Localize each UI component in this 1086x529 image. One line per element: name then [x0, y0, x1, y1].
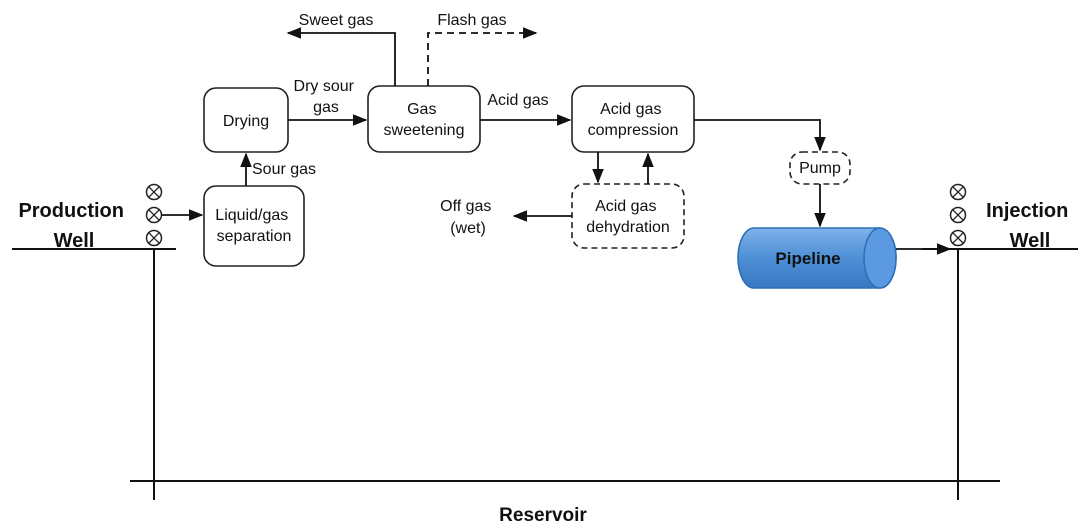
drying-label: Drying — [223, 113, 269, 130]
flash-gas-label: Flash gas — [437, 12, 506, 29]
acid-gas-label: Acid gas — [487, 92, 548, 109]
acid-gas-dehydration-box — [571, 183, 685, 249]
sour-gas-label: Sour gas — [252, 161, 316, 178]
injection-wellhead-valves-icon — [949, 183, 967, 247]
pump-box — [789, 151, 851, 185]
acid-gas-dehydration-label: Acid gas dehydration — [586, 198, 670, 236]
gas-sweetening-label: Gas sweetening — [384, 101, 465, 139]
compression-to-pump-arrow — [694, 119, 826, 152]
gas-sweetening-box — [367, 85, 481, 153]
production-well-label: Production Well — [18, 200, 129, 252]
off-gas-wet-label: Off gas (wet) — [440, 198, 496, 237]
sweet-gas-label: Sweet gas — [299, 12, 374, 29]
pipeline-cylinder-icon — [737, 227, 897, 289]
flash-gas-arrow — [427, 27, 538, 86]
sweet-gas-arrow — [286, 27, 396, 86]
pipeline-label: Pipeline — [775, 249, 840, 268]
production-wellhead-valves-icon — [145, 183, 163, 247]
acid-gas-compression-label: Acid gas compression — [588, 101, 679, 139]
pump-label: Pump — [799, 160, 841, 177]
injection-well-label: Injection Well — [986, 200, 1074, 252]
reservoir-label: Reservoir — [499, 505, 587, 526]
liquid-gas-separation-label: Liquid/gas separation — [215, 207, 292, 245]
dry-sour-gas-label: Dry sour gas — [294, 78, 359, 116]
acid-gas-compression-box — [571, 85, 695, 153]
liquid-gas-separation-box — [203, 185, 305, 267]
